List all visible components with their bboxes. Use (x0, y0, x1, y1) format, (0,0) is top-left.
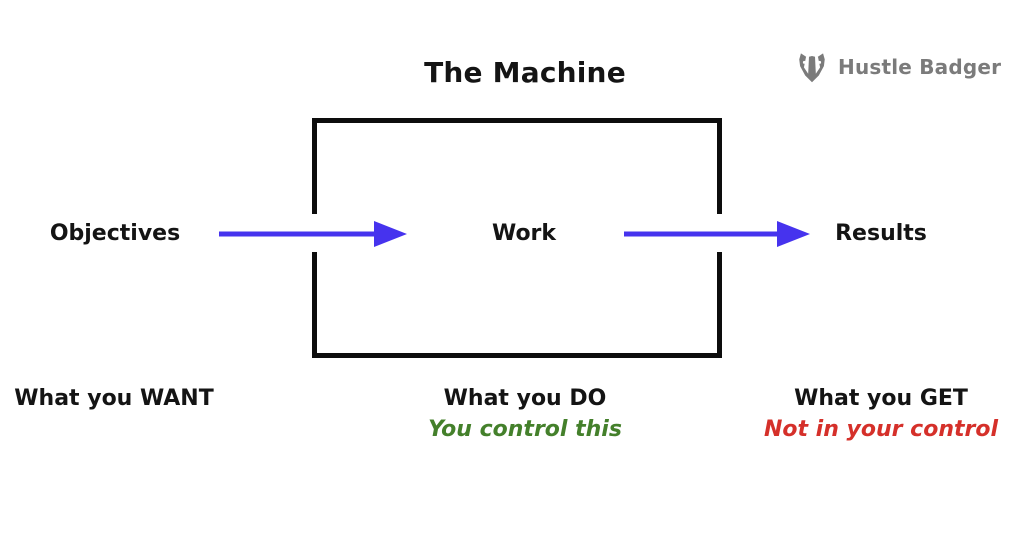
machine-box-border-top (312, 118, 722, 123)
machine-box-border-right-upper (717, 118, 722, 214)
machine-box-border-right-lower (717, 252, 722, 358)
objectives-label: Objectives (49, 221, 181, 246)
logo-text: Hustle Badger (838, 55, 1002, 79)
note-you-control-this: You control this (428, 417, 622, 442)
hustle-badger-logo: Hustle Badger (795, 49, 1001, 85)
results-label: Results (835, 221, 927, 246)
page-title: The Machine (424, 56, 626, 89)
machine-box-border-bottom (312, 353, 722, 358)
badger-icon (799, 53, 825, 83)
input-arrow-head (374, 221, 407, 247)
caption-what-you-want: What you WANT (14, 386, 214, 411)
note-not-in-your-control: Not in your control (763, 417, 999, 442)
machine-box-border-left-upper (312, 118, 317, 214)
output-arrow-head (777, 221, 810, 247)
machine-box-border-left-lower (312, 252, 317, 358)
caption-what-you-do: What you DO (443, 386, 607, 411)
work-label: Work (491, 221, 557, 246)
caption-what-you-get: What you GET (794, 386, 968, 411)
